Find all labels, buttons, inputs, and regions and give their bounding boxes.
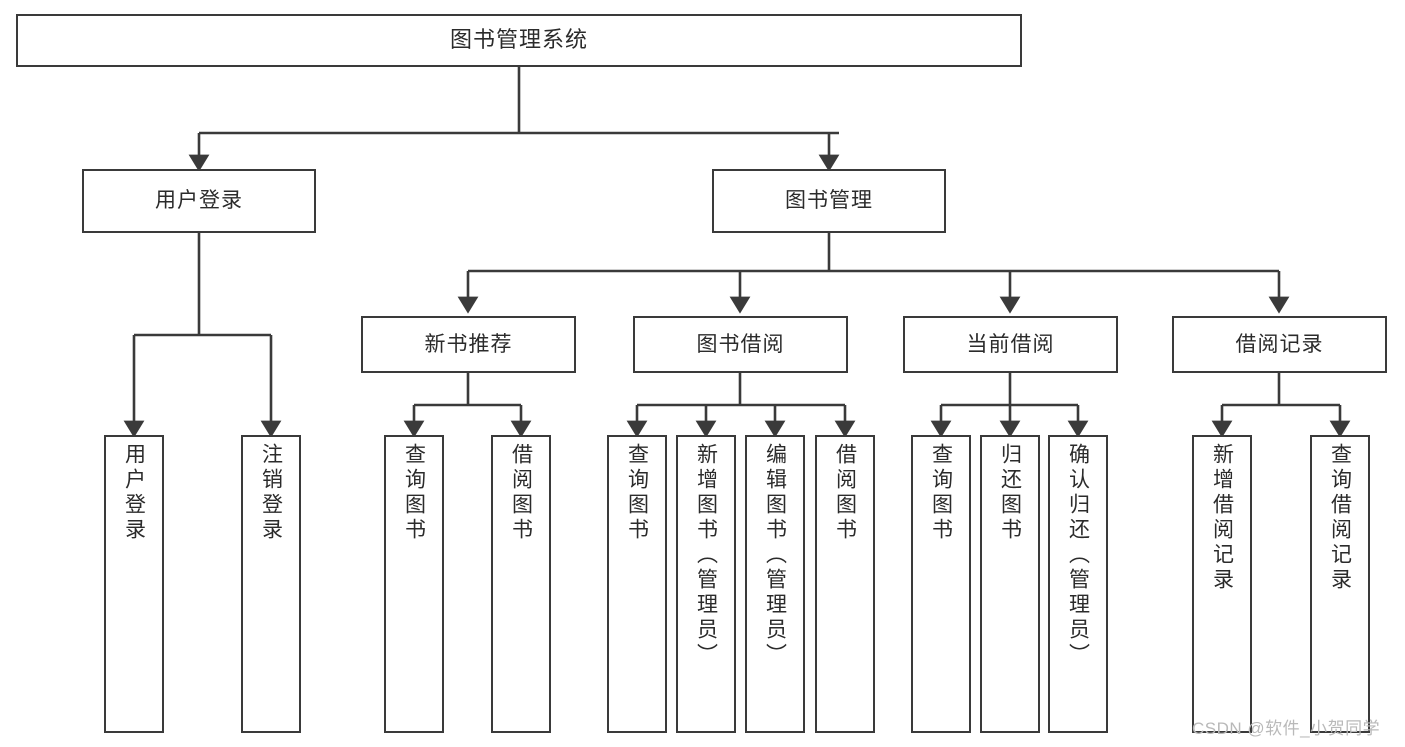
leaf-current-confirm-return[interactable]: 确认归还（管理员） bbox=[1048, 435, 1108, 733]
node-book-management-label: 图书管理 bbox=[785, 189, 873, 213]
node-borrow-records[interactable]: 借阅记录 bbox=[1172, 316, 1387, 373]
node-borrow-records-label: 借阅记录 bbox=[1235, 332, 1324, 356]
node-book-management[interactable]: 图书管理 bbox=[712, 169, 946, 233]
leaf-user-login-login[interactable]: 用户登录 bbox=[104, 435, 164, 733]
node-current-borrow[interactable]: 当前借阅 bbox=[903, 316, 1118, 373]
node-root[interactable]: 图书管理系统 bbox=[16, 14, 1022, 67]
leaf-new-books-borrow[interactable]: 借阅图书 bbox=[491, 435, 551, 733]
leaf-borrow-query-label: 查询图书 bbox=[625, 443, 649, 543]
node-user-login-label: 用户登录 bbox=[155, 189, 243, 213]
leaf-current-query[interactable]: 查询图书 bbox=[911, 435, 971, 733]
node-current-borrow-label: 当前借阅 bbox=[966, 332, 1055, 356]
leaf-borrow-borrow-book[interactable]: 借阅图书 bbox=[815, 435, 875, 733]
leaf-borrow-borrow-book-label: 借阅图书 bbox=[833, 443, 857, 543]
leaf-records-query[interactable]: 查询借阅记录 bbox=[1310, 435, 1370, 733]
leaf-borrow-add-book[interactable]: 新增图书（管理员） bbox=[676, 435, 736, 733]
leaf-records-add[interactable]: 新增借阅记录 bbox=[1192, 435, 1252, 733]
leaf-user-login-login-label: 用户登录 bbox=[122, 443, 146, 543]
leaf-user-login-logout-label: 注销登录 bbox=[259, 443, 283, 543]
leaf-current-query-label: 查询图书 bbox=[929, 443, 953, 543]
leaf-current-confirm-return-label: 确认归还（管理员） bbox=[1066, 443, 1090, 668]
node-new-book-recommend-label: 新书推荐 bbox=[424, 332, 513, 356]
leaf-records-query-label: 查询借阅记录 bbox=[1328, 443, 1352, 593]
leaf-new-books-borrow-label: 借阅图书 bbox=[509, 443, 533, 543]
leaf-borrow-edit-book-label: 编辑图书（管理员） bbox=[763, 443, 787, 668]
leaf-borrow-query[interactable]: 查询图书 bbox=[607, 435, 667, 733]
leaf-current-return[interactable]: 归还图书 bbox=[980, 435, 1040, 733]
leaf-records-add-label: 新增借阅记录 bbox=[1210, 443, 1234, 593]
leaf-new-books-query-label: 查询图书 bbox=[402, 443, 426, 543]
node-root-label: 图书管理系统 bbox=[449, 27, 588, 53]
node-new-book-recommend[interactable]: 新书推荐 bbox=[361, 316, 576, 373]
node-book-borrow-label: 图书借阅 bbox=[696, 332, 785, 356]
leaf-borrow-add-book-label: 新增图书（管理员） bbox=[694, 443, 718, 668]
csdn-watermark: CSDN @软件_小贺同学 bbox=[1192, 719, 1381, 738]
leaf-user-login-logout[interactable]: 注销登录 bbox=[241, 435, 301, 733]
leaf-borrow-edit-book[interactable]: 编辑图书（管理员） bbox=[745, 435, 805, 733]
leaf-current-return-label: 归还图书 bbox=[998, 443, 1022, 543]
leaf-new-books-query[interactable]: 查询图书 bbox=[384, 435, 444, 733]
node-user-login[interactable]: 用户登录 bbox=[82, 169, 316, 233]
node-book-borrow[interactable]: 图书借阅 bbox=[633, 316, 848, 373]
